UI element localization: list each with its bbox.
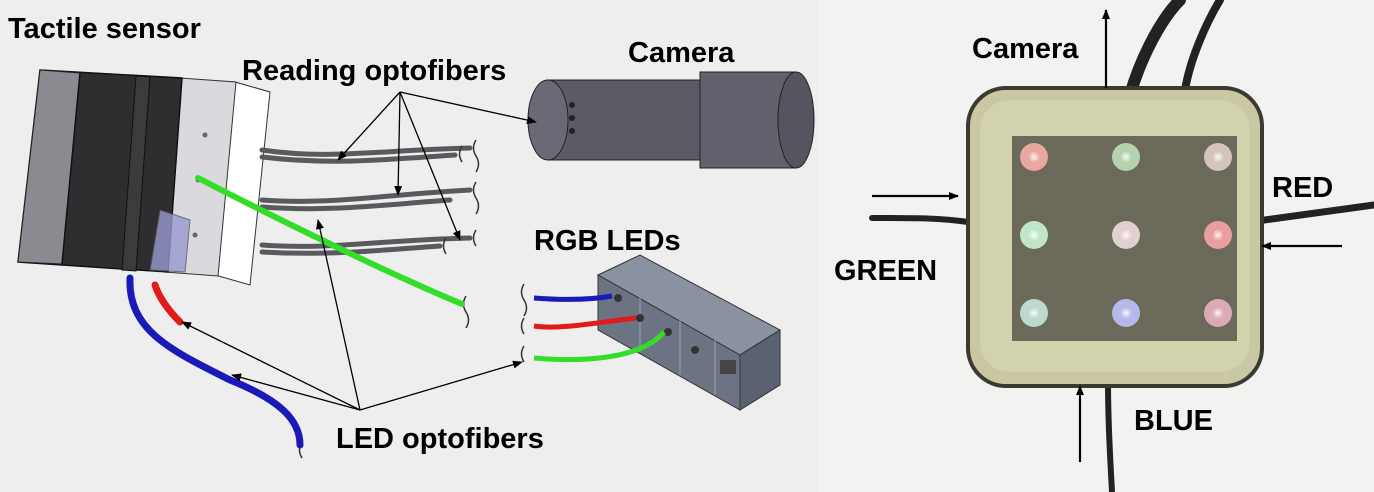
led-dots-grid — [1020, 143, 1232, 327]
annotation-arrows — [181, 91, 537, 411]
right-photo-panel: Camera RED GREEN BLUE — [818, 0, 1374, 492]
led-dot-glow-4 — [1024, 225, 1044, 245]
rgb-led-board — [596, 254, 781, 411]
label-blue: BLUE — [1134, 405, 1213, 437]
led-dot-glow-2 — [1116, 147, 1136, 167]
led-board-red-fiber — [533, 315, 637, 330]
label-led-optofibers: LED optofibers — [336, 423, 544, 455]
reading-optofibers — [259, 145, 473, 256]
led-dot-glow-3 — [1208, 147, 1228, 167]
blue-led-optofiber — [126, 274, 304, 449]
label-green: GREEN — [834, 255, 937, 287]
cables — [869, 0, 1374, 492]
led-board-green-fiber — [533, 330, 666, 363]
left-cad-panel: Tactile sensor Reading optofibers Camera… — [0, 0, 818, 492]
label-camera-right: Camera — [972, 33, 1079, 65]
label-camera-left: Camera — [628, 37, 735, 69]
led-board-blue-fiber — [533, 293, 613, 302]
label-red: RED — [1272, 172, 1333, 204]
label-tactile-sensor: Tactile sensor — [8, 13, 201, 45]
label-rgb-leds: RGB LEDs — [534, 225, 681, 257]
red-led-optofiber — [151, 281, 184, 326]
led-dot-glow-8 — [1116, 303, 1136, 323]
tactile-sensor-block — [17, 69, 271, 286]
led-dot-glow-7 — [1024, 303, 1044, 323]
led-dot-glow-1 — [1024, 147, 1044, 167]
direction-arrows — [872, 9, 1342, 462]
led-dot-glow-6 — [1208, 225, 1228, 245]
led-dot-glow-9 — [1208, 303, 1228, 323]
led-dot-glow-5 — [1116, 225, 1136, 245]
label-reading-optofibers: Reading optofibers — [242, 55, 506, 87]
camera-cylinder — [527, 71, 815, 169]
